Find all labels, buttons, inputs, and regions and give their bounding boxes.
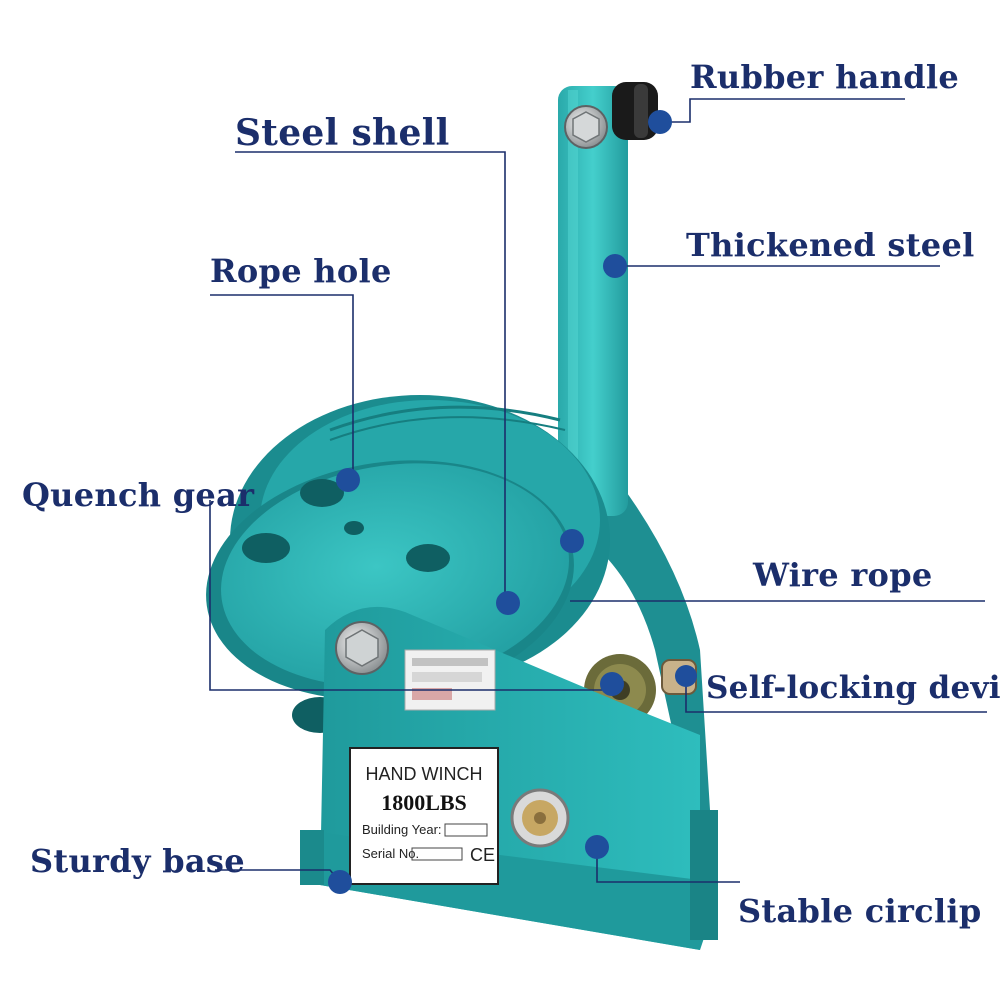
dot-steel-shell xyxy=(496,591,520,615)
dot-thickened-steel xyxy=(603,254,627,278)
label-sturdy-base: Sturdy base xyxy=(30,842,245,880)
label-rubber-handle: Rubber handle xyxy=(690,58,960,96)
leader-rubber-handle xyxy=(660,98,905,123)
drum-face xyxy=(206,460,574,733)
dot-rope-hole xyxy=(336,468,360,492)
leader-rope-hole xyxy=(210,294,354,480)
label-stable-circlip: Stable circlip xyxy=(738,892,982,930)
certification-sticker xyxy=(404,649,496,711)
nameplate-ce-mark: CE xyxy=(470,845,495,865)
circlip-cap xyxy=(510,788,570,848)
label-quench-gear: Quench gear xyxy=(22,476,255,514)
label-rope-hole: Rope hole xyxy=(210,252,392,290)
dot-quench-gear xyxy=(600,672,624,696)
dot-rubber-handle xyxy=(648,110,672,134)
rubber-handle-knob xyxy=(612,82,658,140)
dot-stable-circlip xyxy=(585,835,609,859)
callout-dots xyxy=(328,110,697,894)
nameplate-building-year-label: Building Year: xyxy=(362,822,442,837)
dot-wire-rope xyxy=(560,529,584,553)
leader-quench-gear xyxy=(209,500,612,691)
handle-arm xyxy=(558,86,628,516)
leader-lines xyxy=(209,98,987,883)
nameplate: HAND WINCH 1800LBS Building Year: Serial… xyxy=(349,747,499,885)
nameplate-title: HAND WINCH xyxy=(366,764,483,784)
handle-bolt xyxy=(564,105,608,149)
label-steel-shell: Steel shell xyxy=(235,112,450,154)
label-thickened-steel: Thickened steel xyxy=(686,226,975,264)
front-bolt xyxy=(335,621,389,675)
dot-self-locking xyxy=(675,665,697,687)
label-self-locking-device: Self-locking device xyxy=(706,670,1000,706)
nameplate-serial-label: Serial No. xyxy=(362,846,419,861)
label-wire-rope: Wire rope xyxy=(753,556,933,594)
nameplate-capacity: 1800LBS xyxy=(381,790,467,815)
leader-self-locking xyxy=(685,680,987,713)
dot-sturdy-base xyxy=(328,870,352,894)
leader-steel-shell xyxy=(235,151,506,603)
